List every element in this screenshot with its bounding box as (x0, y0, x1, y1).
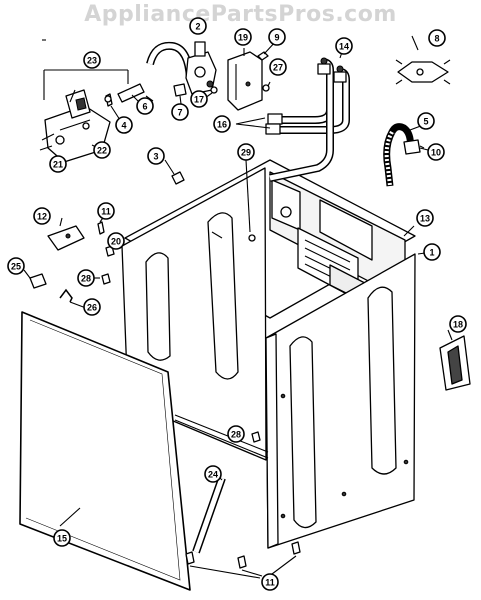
water-valve-2 (185, 41, 217, 95)
callout-6: 6 (136, 97, 154, 115)
callout-number: 4 (121, 121, 126, 131)
bracket-19 (227, 51, 263, 111)
callout-11: 11 (97, 202, 115, 220)
callout-number: 9 (274, 33, 279, 43)
callout-15: 15 (53, 529, 71, 547)
callout-number: 17 (194, 95, 204, 105)
callout-number: 20 (111, 237, 121, 247)
hinge-12 (47, 225, 85, 251)
callout-11: 11 (261, 573, 279, 591)
callout-26: 26 (83, 298, 101, 316)
callout-number: 29 (241, 148, 251, 158)
callout-1: 1 (423, 243, 441, 261)
callout-18: 18 (449, 315, 467, 333)
callout-number: 25 (11, 262, 21, 272)
clip-29 (248, 234, 256, 242)
callout-21: 21 (49, 155, 67, 173)
callout-9: 9 (268, 28, 286, 46)
callout-19: 19 (234, 28, 252, 46)
screw-11a (97, 221, 105, 235)
callout-8: 8 (428, 29, 446, 47)
callout-number: 12 (37, 212, 47, 222)
watermark-logo: AppliancePartsPros.com (84, 2, 397, 27)
callout-16: 16 (213, 115, 231, 133)
callout-number: 5 (423, 117, 428, 127)
clip-28b (251, 431, 261, 443)
callout-27: 27 (269, 58, 287, 76)
cabinet (121, 159, 416, 549)
screw-11d (291, 541, 301, 555)
screw-27 (262, 84, 270, 92)
callout-3: 3 (147, 147, 165, 165)
callout-number: 22 (97, 146, 107, 156)
callout-17: 17 (190, 90, 208, 108)
callout-number: 21 (53, 160, 63, 170)
callout-number: 13 (420, 214, 430, 224)
callout-number: 24 (208, 470, 218, 480)
callout-number: 23 (87, 56, 97, 66)
callout-number: 16 (217, 120, 227, 130)
screw-11b (185, 551, 195, 565)
callout-number: 8 (434, 34, 439, 44)
callout-23: 23 (83, 51, 101, 69)
callout-5: 5 (417, 112, 435, 130)
screw-17 (210, 86, 218, 94)
callout-10: 10 (427, 143, 445, 161)
callout-number: 3 (153, 152, 158, 162)
fill-hose-6 (117, 83, 145, 103)
callout-4: 4 (115, 116, 133, 134)
clip-28a (101, 273, 111, 285)
callout-number: 18 (453, 320, 463, 330)
front-service-panel (19, 311, 191, 591)
callout-24: 24 (204, 465, 222, 483)
callout-28: 28 (77, 269, 95, 287)
callout-22: 22 (93, 141, 111, 159)
callout-number: 10 (431, 148, 441, 158)
callout-number: 11 (265, 578, 275, 588)
clamp-10 (403, 139, 421, 155)
clamp-4 (104, 93, 113, 107)
callout-number: 15 (57, 534, 67, 544)
callout-number: 28 (231, 430, 241, 440)
foot-25 (29, 273, 47, 289)
couplings-14 (317, 57, 347, 83)
callout-number: 11 (101, 207, 111, 217)
clip-3 (171, 171, 185, 185)
fitting-7 (173, 83, 187, 97)
callout-13: 13 (416, 209, 434, 227)
screw-11c (237, 555, 247, 569)
callout-number: 1 (429, 248, 434, 258)
callout-number: 28 (81, 274, 91, 284)
callout-7: 7 (171, 103, 189, 121)
drain-hose-5 (383, 123, 414, 187)
callout-number: 6 (142, 102, 147, 112)
spring-26 (59, 288, 73, 303)
callout-number: 27 (273, 63, 283, 73)
callout-28: 28 (227, 425, 245, 443)
callout-number: 26 (87, 303, 97, 313)
callout-number: 19 (238, 33, 248, 43)
callout-number: 14 (339, 42, 349, 52)
callout-20: 20 (107, 232, 125, 250)
callout-number: 2 (195, 22, 200, 32)
callout-14: 14 (335, 37, 353, 55)
callout-29: 29 (237, 143, 255, 161)
callout-25: 25 (7, 257, 25, 275)
callout-12: 12 (33, 207, 51, 225)
screw-9 (257, 51, 269, 61)
callout-2: 2 (189, 17, 207, 35)
callout-number: 7 (177, 108, 182, 118)
